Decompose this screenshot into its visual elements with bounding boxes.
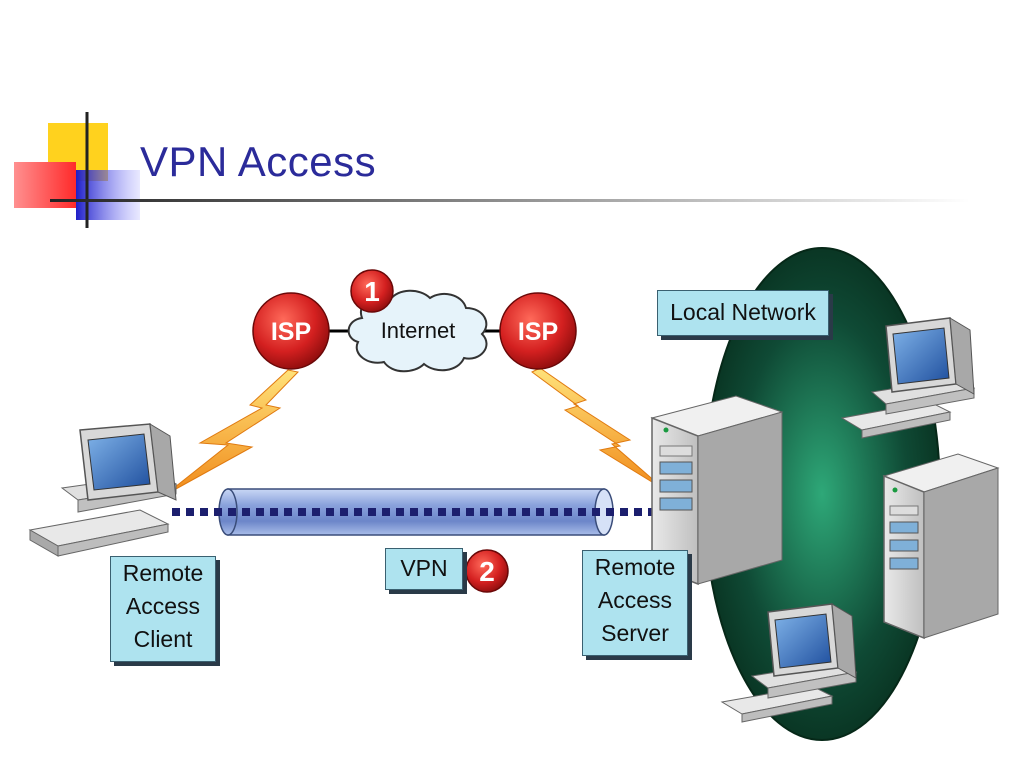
server-icon	[650, 395, 784, 586]
lightning-right-icon	[531, 367, 666, 491]
remote-server-line-1: Remote	[594, 554, 676, 580]
internet-label: Internet	[381, 318, 456, 343]
isp-left-circle	[252, 292, 330, 370]
remote-client-line-2: Access	[125, 593, 201, 619]
remote-server-label-box: Remote Access Server	[582, 550, 688, 656]
title-rule	[50, 199, 970, 202]
step1-badge	[350, 269, 394, 313]
remote-server-line-2: Access	[597, 587, 673, 613]
isp-right-circle	[499, 292, 577, 370]
step2-badge	[465, 549, 509, 593]
remote-client-label-box: Remote Access Client	[110, 556, 216, 662]
client-computer-icon	[28, 423, 178, 557]
isp-left-label: ISP	[271, 318, 311, 346]
lightning-left-icon	[164, 369, 299, 496]
vpn-label-box: VPN	[385, 548, 463, 590]
remote-client-line-1: Remote	[122, 560, 204, 586]
network-computer-bottom-icon	[720, 603, 858, 723]
network-server-icon	[882, 453, 1000, 640]
step1-badge-label: 1	[364, 276, 380, 307]
internet-cloud-icon	[347, 289, 488, 373]
network-computer-top-icon	[840, 317, 976, 439]
remote-client-line-3: Client	[133, 626, 193, 652]
remote-server-line-3: Server	[601, 620, 669, 646]
page-title: VPN Access	[140, 138, 377, 185]
isp-right-label: ISP	[518, 318, 558, 346]
local-network-label-box: Local Network	[657, 290, 829, 336]
vpn-tunnel	[172, 488, 660, 536]
vpn-label: VPN	[400, 555, 448, 581]
step2-badge-label: 2	[479, 556, 495, 587]
local-network-label: Local Network	[670, 299, 816, 325]
